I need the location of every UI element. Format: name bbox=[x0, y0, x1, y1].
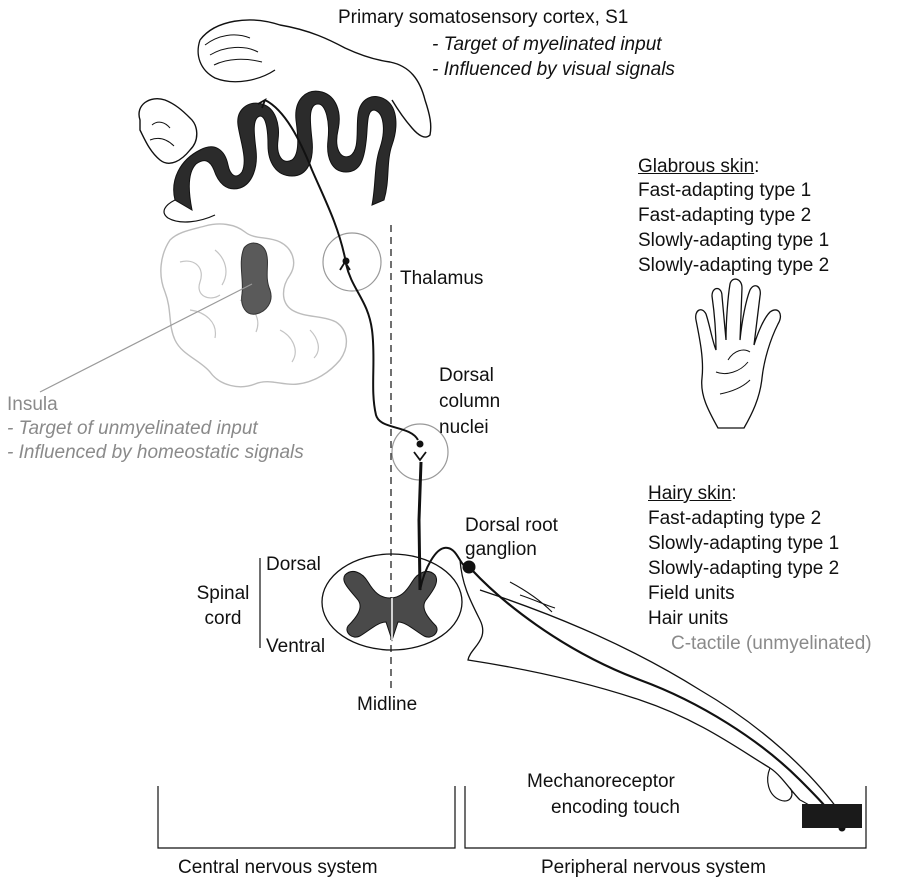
medial-lemniscus-axon bbox=[346, 264, 418, 440]
insula-note-unmyelinated: - Target of unmyelinated input bbox=[7, 417, 258, 440]
glabrous-header: Glabrous skin: bbox=[638, 155, 759, 178]
spinal-cord-section bbox=[322, 554, 462, 650]
brain-s1-cortex bbox=[139, 20, 431, 222]
s1-cortex-ribbon bbox=[174, 91, 396, 210]
dcn-label-line1: Dorsal bbox=[439, 364, 494, 387]
glabrous-header-text: Glabrous skin bbox=[638, 156, 754, 177]
dcn-label-line3: nuclei bbox=[439, 416, 489, 439]
hairy-header-text: Hairy skin bbox=[648, 483, 731, 504]
spinal-gray-matter bbox=[344, 571, 437, 640]
hairy-header-colon: : bbox=[731, 483, 736, 504]
spinal-cord-label-line2: cord bbox=[190, 607, 256, 630]
hairy-item-c-tactile: C-tactile (unmyelinated) bbox=[671, 632, 872, 655]
hairy-item-field-units: Field units bbox=[648, 582, 735, 605]
thalamus-label: Thalamus bbox=[400, 267, 483, 290]
glabrous-item-sa1: Slowly-adapting type 1 bbox=[638, 229, 829, 252]
spinal-cord-label-line1: Spinal bbox=[190, 582, 256, 605]
mechanoreceptor-block bbox=[802, 804, 862, 828]
insula-pointer bbox=[40, 284, 252, 392]
dcn-label-line2: column bbox=[439, 390, 500, 413]
hairy-item-sa1: Slowly-adapting type 1 bbox=[648, 532, 839, 555]
s1-note-myelinated: - Target of myelinated input bbox=[432, 33, 662, 56]
insula-title: Insula bbox=[7, 393, 58, 416]
hairy-header: Hairy skin: bbox=[648, 482, 737, 505]
s1-title: Primary somatosensory cortex, S1 bbox=[338, 6, 628, 29]
dorsal-label: Dorsal bbox=[266, 553, 321, 576]
hairy-item-sa2: Slowly-adapting type 2 bbox=[648, 557, 839, 580]
glabrous-item-fa2: Fast-adapting type 2 bbox=[638, 204, 811, 227]
brain-insula-slice bbox=[161, 224, 347, 387]
glabrous-item-fa1: Fast-adapting type 1 bbox=[638, 179, 811, 202]
s1-note-visual: - Influenced by visual signals bbox=[432, 58, 675, 81]
receptor-label-line1: Mechanoreceptor bbox=[527, 770, 675, 793]
dorsal-column-axon bbox=[419, 462, 421, 590]
drg-label-line1: Dorsal root bbox=[465, 514, 558, 537]
glabrous-header-colon: : bbox=[754, 156, 759, 177]
hairy-item-hair-units: Hair units bbox=[648, 607, 728, 630]
cns-bracket bbox=[158, 786, 455, 848]
hairy-item-fa2: Fast-adapting type 2 bbox=[648, 507, 821, 530]
hand-illustration bbox=[696, 279, 781, 428]
cns-label: Central nervous system bbox=[178, 856, 378, 879]
insula-note-homeostatic: - Influenced by homeostatic signals bbox=[7, 441, 304, 464]
receptor-label-line2: encoding touch bbox=[551, 796, 680, 819]
midline-label: Midline bbox=[357, 693, 417, 716]
drg-label-line2: ganglion bbox=[465, 538, 537, 561]
glabrous-item-sa2: Slowly-adapting type 2 bbox=[638, 254, 829, 277]
ventral-label: Ventral bbox=[266, 635, 325, 658]
pns-label: Peripheral nervous system bbox=[541, 856, 766, 879]
insula-gray-region bbox=[241, 243, 271, 314]
